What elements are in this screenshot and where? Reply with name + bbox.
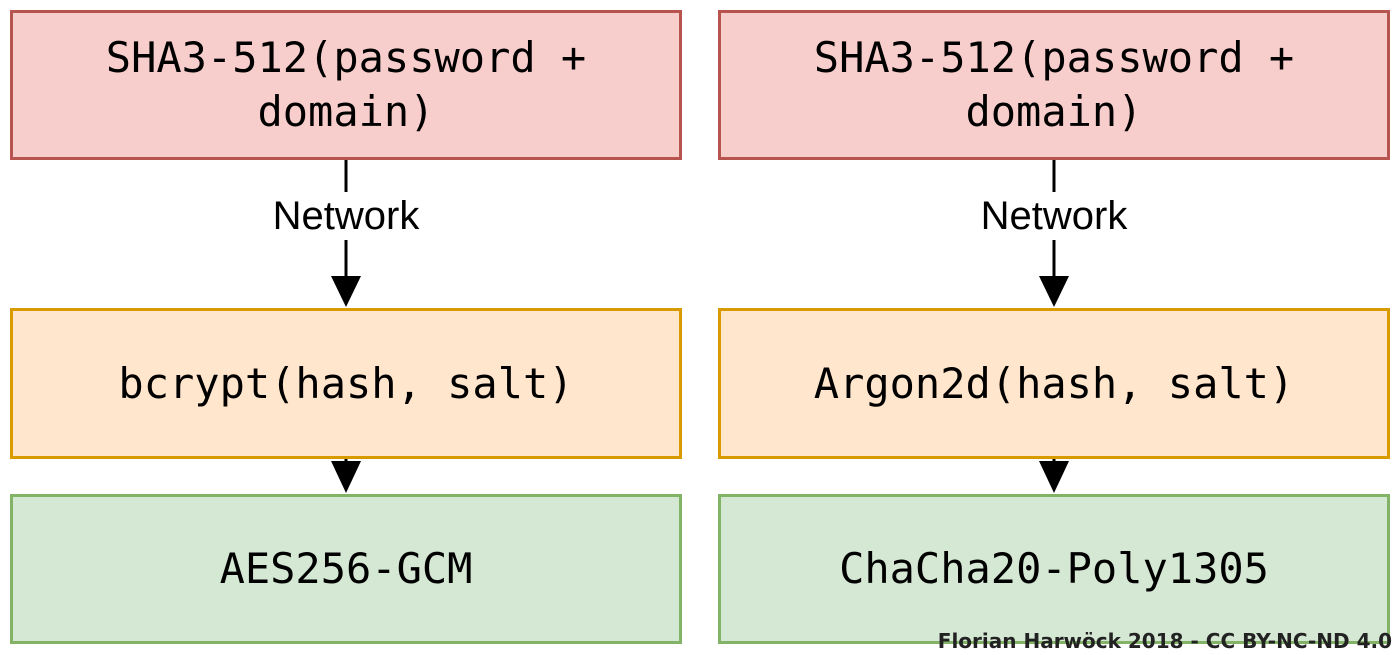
left-hash-box: SHA3-512(password + domain): [10, 10, 682, 160]
right-kdf-arrowhead: [1039, 461, 1069, 493]
left-network-label: Network: [236, 192, 456, 240]
left-network-arrowhead: [331, 276, 361, 307]
right-cipher-box: ChaCha20-Poly1305: [718, 494, 1390, 644]
credit-line: Florian Harwöck 2018 - CC BY-NC-ND 4.0: [937, 629, 1392, 653]
right-cipher-label: ChaCha20-Poly1305: [839, 544, 1269, 593]
right-kdf-box: Argon2d(hash, salt): [718, 308, 1390, 459]
right-network-arrowhead: [1039, 276, 1069, 307]
right-kdf-label: Argon2d(hash, salt): [813, 358, 1295, 408]
left-cipher-box: AES256-GCM: [10, 494, 682, 644]
left-kdf-arrowhead: [331, 461, 361, 493]
left-cipher-label: AES256-GCM: [219, 544, 473, 593]
left-kdf-label: bcrypt(hash, salt): [118, 358, 574, 408]
right-network-label: Network: [944, 192, 1164, 240]
left-hash-label: SHA3-512(password + domain): [105, 33, 587, 136]
right-hash-box: SHA3-512(password + domain): [718, 10, 1390, 160]
left-kdf-box: bcrypt(hash, salt): [10, 308, 682, 459]
right-hash-label: SHA3-512(password + domain): [813, 33, 1295, 136]
